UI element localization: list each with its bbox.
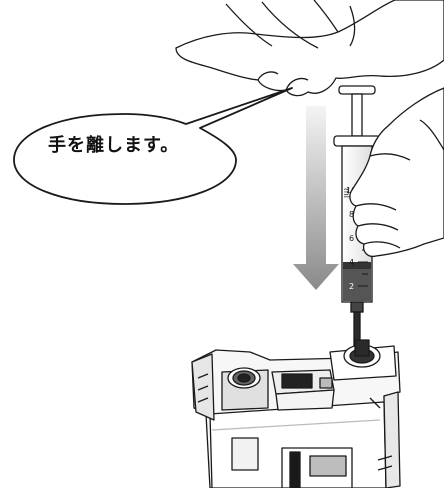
speech-bubble — [13, 87, 293, 205]
down-arrow-icon — [293, 106, 339, 290]
syringe-unit-label: ml — [342, 188, 351, 198]
scale-label-6: 6 — [349, 234, 354, 243]
device — [191, 339, 401, 488]
holding-hand — [349, 87, 444, 258]
scale-label-8: 8 — [349, 210, 354, 219]
scale-label-2: 2 — [349, 282, 354, 291]
scale-label-4: 4 — [349, 258, 354, 267]
releasing-hand — [175, 0, 444, 97]
speech-bubble-text: 手を離します。 — [48, 135, 180, 156]
